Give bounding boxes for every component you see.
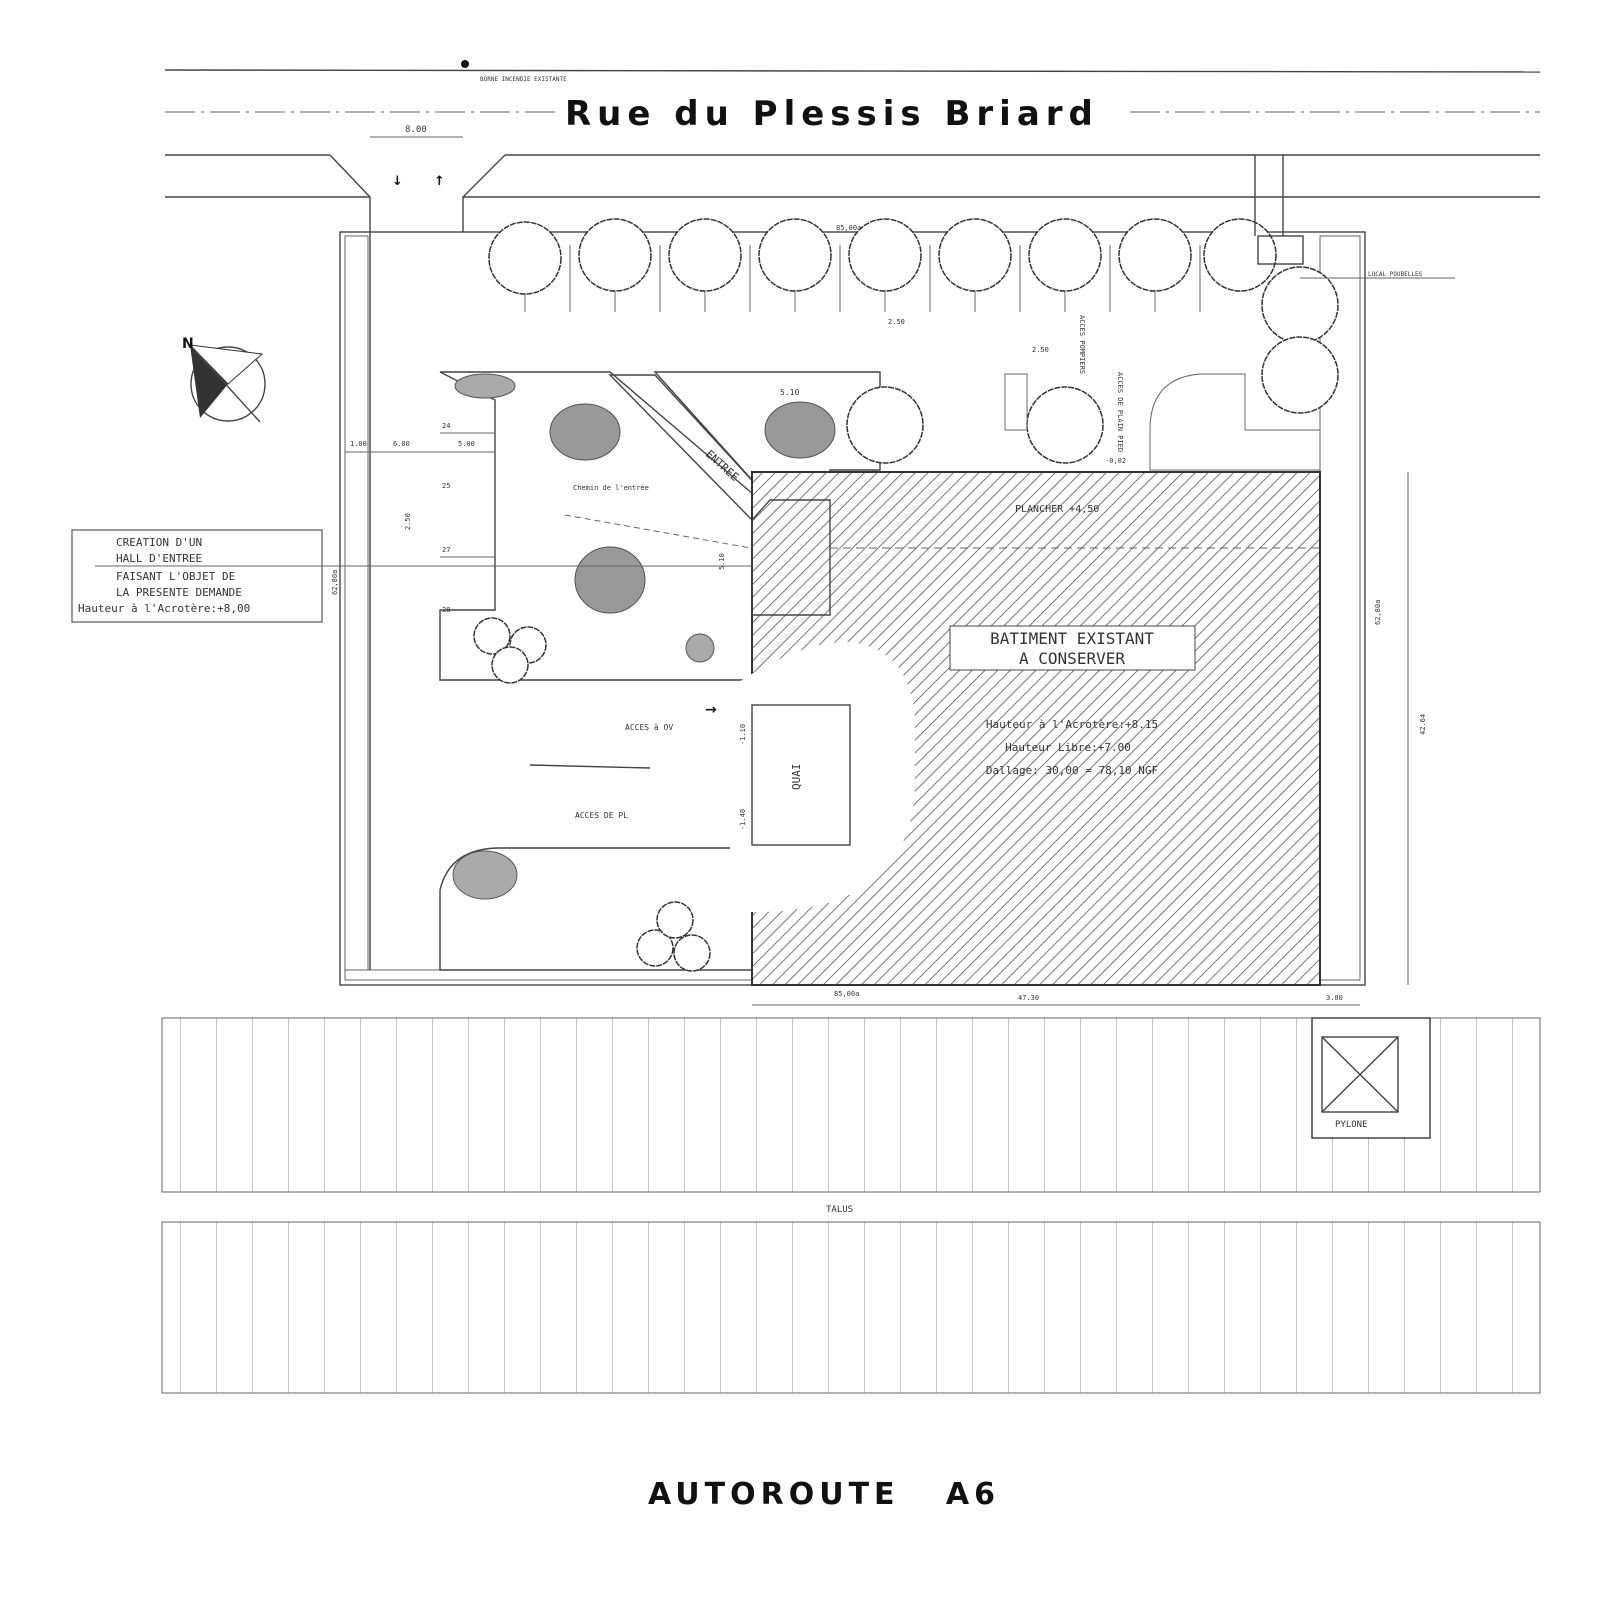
hydrant-label: BORNE INCENDIE EXISTANTE bbox=[480, 76, 567, 83]
north-arrow-icon: N bbox=[182, 336, 266, 423]
street: 8.00 ↓ ↑ BORNE INCENDIE EXISTANTE Rue du… bbox=[164, 60, 1541, 970]
building-length-dimension: 47.30 bbox=[1018, 994, 1039, 1002]
existing-building: PLANCHER +4,50 QUAI -1.10 -1.40 BATIMENT… bbox=[730, 471, 1321, 986]
building-clear-height: Hauteur Libre:+7.00 bbox=[1005, 741, 1131, 754]
bin-store bbox=[1257, 235, 1304, 265]
tree-icon bbox=[1026, 386, 1104, 464]
floor-level-label: PLANCHER +4,50 bbox=[1015, 504, 1099, 515]
tree-icon bbox=[846, 386, 924, 464]
stall-width-dimension: 2.50 bbox=[888, 318, 905, 326]
building-label-2: A CONSERVER bbox=[1019, 649, 1125, 668]
car-access-label: ACCES à OV bbox=[625, 723, 673, 732]
entrance-label: ENTREE bbox=[703, 448, 741, 484]
new-entrance-hall bbox=[751, 499, 831, 616]
tree-icon bbox=[578, 218, 652, 292]
fire-hydrant-icon bbox=[461, 60, 469, 68]
entrance-path bbox=[608, 374, 771, 522]
highway-name: AUTOROUTE A6 bbox=[648, 1477, 1000, 1512]
tree-icon bbox=[1203, 218, 1277, 292]
dock-label: QUAI bbox=[790, 764, 803, 791]
tree-row bbox=[473, 218, 1339, 972]
bottom-boundary-dimension: 85,00a bbox=[834, 990, 859, 998]
shrub-icon bbox=[549, 403, 621, 461]
building-height: Hauteur à l'Acrotère:+8.15 bbox=[986, 718, 1158, 731]
arrow-out-icon: ↑ bbox=[434, 174, 445, 189]
path-label: Chemin de l'entrée bbox=[573, 484, 649, 492]
tree-icon bbox=[1261, 336, 1339, 414]
bins-label: LOCAL POUBELLES bbox=[1368, 271, 1423, 278]
tree-icon bbox=[473, 617, 511, 655]
building-slab: Dallage: 30,00 = 78,10 NGF bbox=[986, 764, 1158, 777]
hall-callout: CREATION D'UN HALL D'ENTREE FAISANT L'OB… bbox=[71, 529, 340, 623]
driveway-dimension: 8.00 bbox=[405, 125, 427, 135]
tree-icon bbox=[1118, 218, 1192, 292]
callout-line: HALL D'ENTREE bbox=[116, 552, 202, 565]
aisle-dimension: 6.00 bbox=[393, 440, 410, 448]
street-name: Rue du Plessis Briard bbox=[565, 94, 1099, 134]
right-outer-dimension: 62,80a bbox=[1374, 600, 1382, 625]
step-free-access-label: ACCES DE PLAIN PIED bbox=[1116, 372, 1124, 452]
building-label-1: BATIMENT EXISTANT bbox=[990, 629, 1154, 648]
stall-number: 24 bbox=[442, 422, 450, 430]
left-parking: 1.00 6.00 5.00 24 25 27 28 2.50 62,80a 5… bbox=[331, 422, 760, 614]
shrub-icon bbox=[685, 633, 715, 663]
shrub-icon bbox=[764, 401, 836, 459]
svg-text:N: N bbox=[182, 336, 194, 352]
tree-icon bbox=[938, 218, 1012, 292]
tree-icon bbox=[848, 218, 922, 292]
tree-icon bbox=[656, 901, 694, 939]
callout-line: CREATION D'UN bbox=[116, 536, 202, 549]
tree-icon bbox=[758, 218, 832, 292]
stall-width-dimension-2: 2.50 bbox=[1032, 346, 1049, 354]
stall-number: 28 bbox=[442, 606, 450, 614]
shrub-icon bbox=[574, 546, 646, 614]
site: ENTREE Chemin de l'entrée 5.10 bbox=[339, 231, 1366, 986]
dock-bottom-dimension: -1.40 bbox=[739, 809, 747, 830]
embankment: TALUS PYLONE bbox=[161, 1017, 1541, 1394]
callout-line: Hauteur à l'Acrotère:+8,00 bbox=[78, 602, 250, 615]
tree-icon bbox=[1028, 218, 1102, 292]
dock-top-dimension: -1.10 bbox=[739, 724, 747, 745]
stall-number: 25 bbox=[442, 482, 450, 490]
left-dimension: 62,80a bbox=[331, 570, 339, 595]
tree-span-dimension: 5.10 bbox=[780, 388, 799, 397]
truck-access-label: ACCES DE PL bbox=[575, 811, 628, 820]
tree-icon bbox=[636, 929, 674, 967]
right-inner-dimension: 42.64 bbox=[1419, 714, 1427, 735]
loading-dock bbox=[751, 704, 851, 846]
stall-number: 27 bbox=[442, 546, 450, 554]
shrub-icon bbox=[452, 850, 518, 900]
right-margin-dimension: 3.00 bbox=[1326, 994, 1343, 1002]
hall-depth-dimension: 5.10 bbox=[718, 553, 726, 570]
tree-icon bbox=[491, 646, 529, 684]
access-arrow-icon: → bbox=[705, 702, 717, 718]
top-boundary-dimension: 85,00a bbox=[836, 224, 861, 232]
tree-icon bbox=[668, 218, 742, 292]
callout-line: FAISANT L'OBJET DE bbox=[116, 570, 235, 583]
embankment-label: TALUS bbox=[826, 1205, 853, 1215]
tree-icon bbox=[488, 221, 562, 295]
fire-access-label: ACCES POMPIERS bbox=[1078, 315, 1086, 374]
setback-dimension: 1.00 bbox=[350, 440, 367, 448]
callout-line: LA PRESENTE DEMANDE bbox=[116, 586, 242, 599]
level-label: -0,02 bbox=[1105, 457, 1126, 465]
pylon-label: PYLONE bbox=[1335, 1120, 1368, 1130]
stall-width-dimension-left: 2.50 bbox=[404, 513, 412, 530]
shrub-icon bbox=[454, 373, 516, 399]
tree-icon bbox=[673, 934, 711, 972]
arrow-in-icon: ↓ bbox=[392, 174, 403, 189]
stall-length-dimension: 5.00 bbox=[458, 440, 475, 448]
